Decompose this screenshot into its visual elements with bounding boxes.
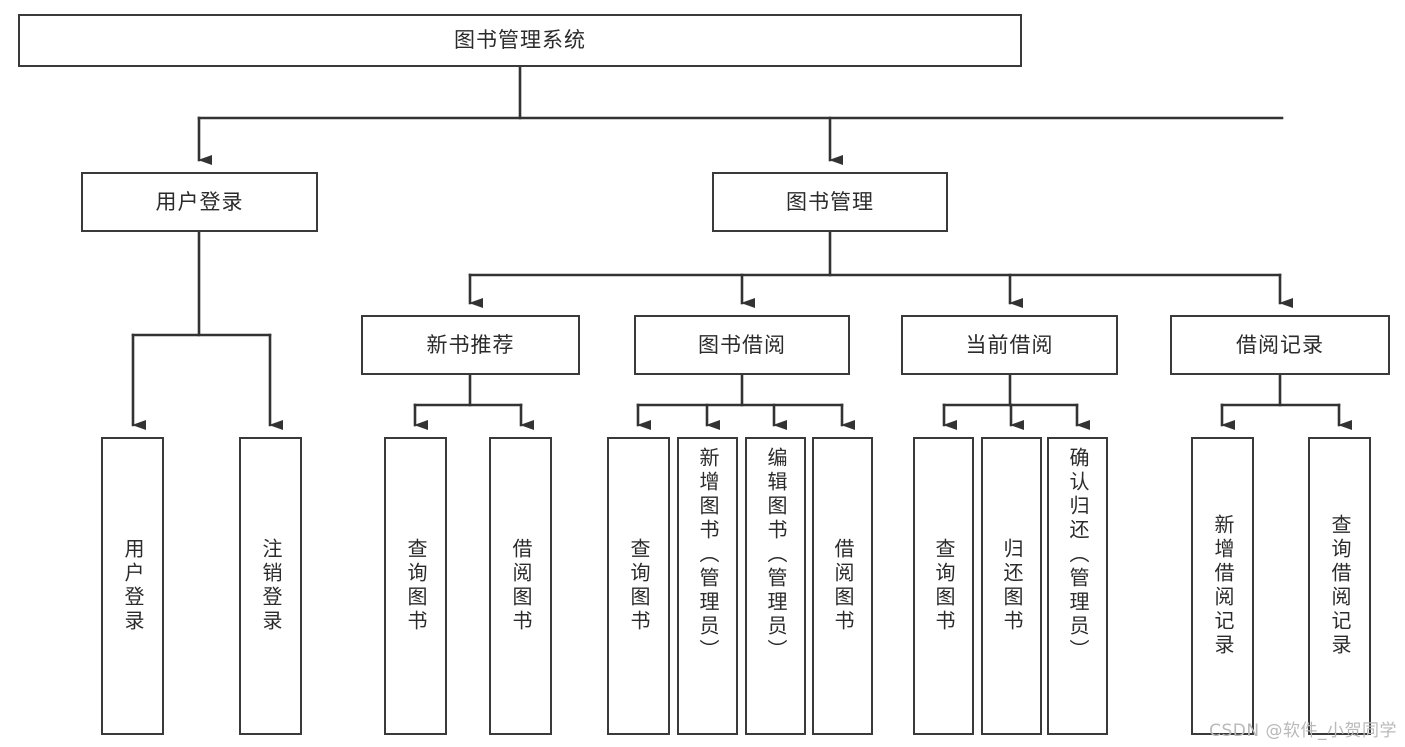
leaf-borrow-book-1-label: 借阅图书 (509, 538, 533, 634)
leaf-query-book-3[interactable]: 查询图书 (913, 437, 974, 735)
leaf-edit-book[interactable]: 编辑图书（管理员） (745, 437, 806, 735)
node-root-label: 图书管理系统 (454, 28, 586, 53)
leaf-user-login[interactable]: 用户登录 (101, 437, 164, 735)
node-book-borrow[interactable]: 图书借阅 (634, 315, 850, 375)
node-current-borrow[interactable]: 当前借阅 (901, 315, 1118, 375)
leaf-logout-login-label: 注销登录 (259, 538, 283, 634)
leaf-confirm-return-label: 确认归还（管理员） (1066, 447, 1090, 663)
node-new-book-recommend-label: 新书推荐 (426, 332, 515, 357)
leaf-add-borrow-record[interactable]: 新增借阅记录 (1191, 437, 1254, 735)
leaf-add-borrow-record-label: 新增借阅记录 (1211, 514, 1235, 658)
watermark-text: CSDN @软件_小贺同学 (1209, 721, 1397, 741)
leaf-user-login-label: 用户登录 (121, 538, 145, 634)
node-book-borrow-label: 图书借阅 (698, 332, 786, 357)
leaf-return-book-label: 归还图书 (1000, 538, 1024, 634)
leaf-query-book-2[interactable]: 查询图书 (607, 437, 670, 735)
leaf-query-book-3-label: 查询图书 (932, 538, 956, 634)
node-user-login-label: 用户登录 (155, 189, 244, 214)
leaf-query-book-2-label: 查询图书 (627, 538, 651, 634)
leaf-add-book-label: 新增图书（管理员） (696, 447, 720, 663)
node-borrow-record-label: 借阅记录 (1236, 332, 1324, 357)
leaf-borrow-book-2-label: 借阅图书 (831, 538, 855, 634)
leaf-add-book[interactable]: 新增图书（管理员） (677, 437, 738, 735)
node-new-book-recommend[interactable]: 新书推荐 (361, 315, 580, 375)
node-book-management[interactable]: 图书管理 (712, 172, 948, 232)
node-root[interactable]: 图书管理系统 (18, 14, 1022, 67)
leaf-edit-book-label: 编辑图书（管理员） (764, 447, 788, 663)
node-book-management-label: 图书管理 (786, 189, 874, 214)
leaf-query-borrow-record[interactable]: 查询借阅记录 (1308, 437, 1371, 735)
leaf-confirm-return[interactable]: 确认归还（管理员） (1047, 437, 1108, 735)
leaf-borrow-book-1[interactable]: 借阅图书 (489, 437, 552, 735)
leaf-return-book[interactable]: 归还图书 (981, 437, 1042, 735)
node-current-borrow-label: 当前借阅 (965, 332, 1054, 357)
node-borrow-record[interactable]: 借阅记录 (1170, 315, 1390, 375)
node-user-login[interactable]: 用户登录 (81, 172, 318, 232)
leaf-query-borrow-record-label: 查询借阅记录 (1328, 514, 1352, 658)
leaf-logout-login[interactable]: 注销登录 (239, 437, 302, 735)
leaf-query-book-1-label: 查询图书 (404, 538, 428, 634)
leaf-borrow-book-2[interactable]: 借阅图书 (812, 437, 873, 735)
leaf-query-book-1[interactable]: 查询图书 (384, 437, 447, 735)
